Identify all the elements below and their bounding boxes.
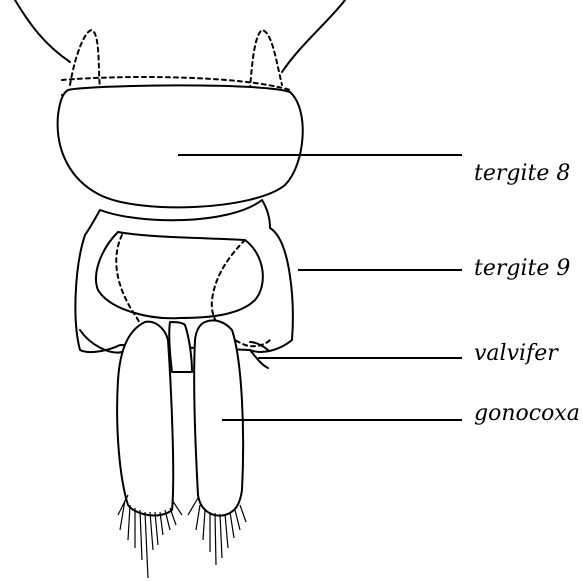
label-gonocoxa: gonocoxa: [474, 401, 580, 426]
top-appendages: [15, 0, 345, 72]
label-valvifer: valvifer: [474, 341, 559, 366]
label-tergite-8: tergite 8: [474, 161, 570, 186]
label-tergite-9: tergite 9: [474, 256, 570, 281]
gonocoxa-right: [194, 320, 243, 515]
tergite-8-plate: [58, 85, 303, 207]
gonocoxa-left: [117, 322, 173, 516]
